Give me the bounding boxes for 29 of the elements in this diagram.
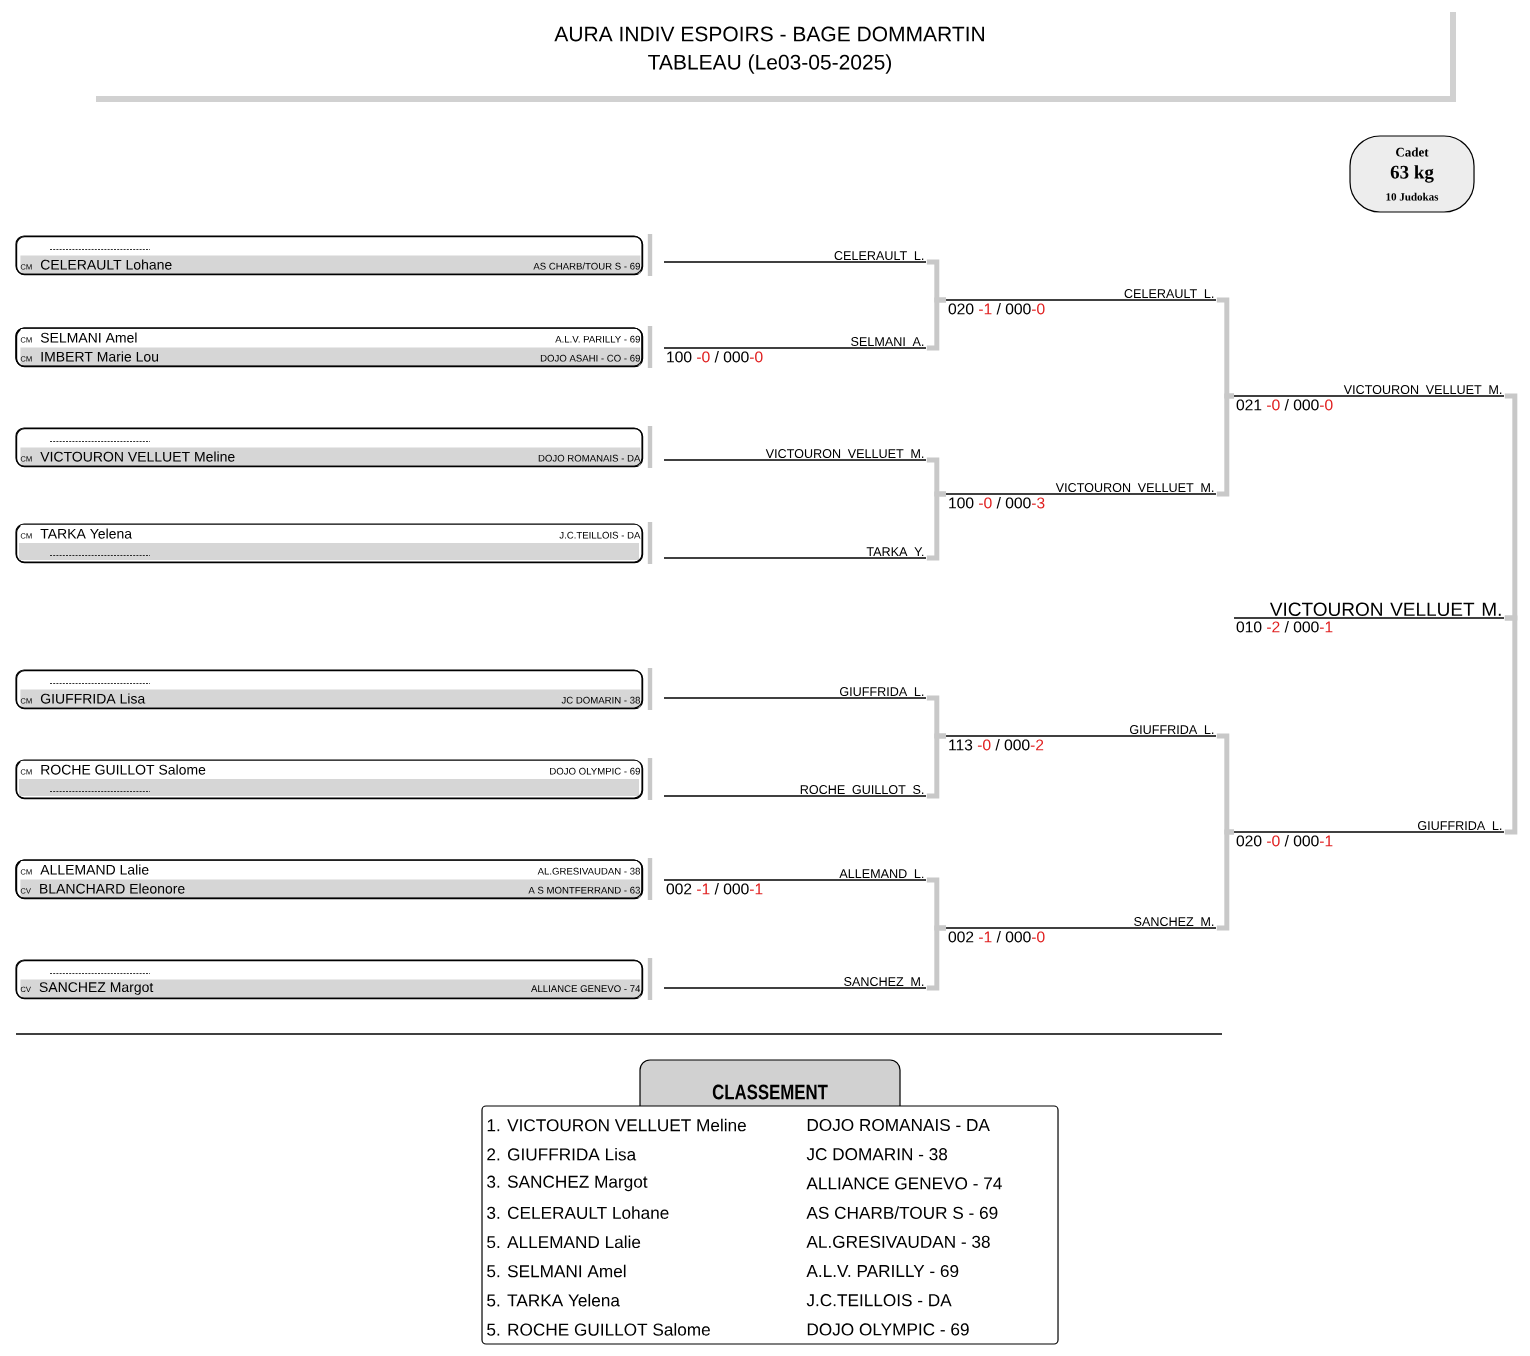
bracket-connector — [1216, 393, 1234, 497]
table-cell: 5. SELMANI Amel — [487, 1264, 626, 1278]
table-cell: 5. ROCHE GUILLOT Salome — [487, 1323, 710, 1336]
table-cell: 5. ALLEMAND Lalie — [487, 1235, 641, 1249]
table-cell: 1. VICTOURON VELLUET Meline — [487, 1118, 746, 1132]
bracket-connector — [926, 491, 946, 561]
bracket-connector — [1216, 829, 1234, 931]
table-cell: AS CHARB/TOUR S - 69 — [806, 1206, 998, 1219]
subtitle: TABLEAU (Le03-05-2025) — [648, 54, 891, 74]
table-cell: 5. TARKA Yelena — [487, 1293, 620, 1307]
table-cell: DOJO ROMANAIS - DA — [807, 1118, 990, 1132]
bracket-connector — [1216, 733, 1234, 835]
table-cell: 3. CELERAULT Lohane — [487, 1206, 669, 1219]
final-winner: VICTOURON VELLUET M. — [1233, 602, 1505, 619]
table-cell: DOJO OLYMPIC - 69 — [807, 1323, 969, 1336]
table-cell: 3. SANCHEZ Margot — [487, 1175, 648, 1192]
table-cell: A.L.V. PARILLY - 69 — [806, 1264, 959, 1278]
table-cell: ALLIANCE GENEVO - 74 — [806, 1177, 1002, 1190]
title: AURA INDIV ESPOIRS - BAGE DOMMARTIN — [554, 26, 984, 42]
bracket-connector — [1504, 393, 1518, 621]
table-cell: J.C.TEILLOIS - DA — [806, 1294, 952, 1307]
bracket-connector — [926, 925, 946, 991]
table-cell: AL.GRESIVAUDAN - 38 — [806, 1235, 990, 1248]
bracket-connector — [1216, 297, 1234, 399]
bracket-connector — [926, 297, 946, 351]
table-cell: JC DOMARIN - 38 — [806, 1148, 948, 1161]
bracket-connector — [926, 733, 946, 799]
table-cell: 2. GIUFFRIDA Lisa — [487, 1147, 637, 1161]
bracket-connector — [1504, 615, 1518, 835]
